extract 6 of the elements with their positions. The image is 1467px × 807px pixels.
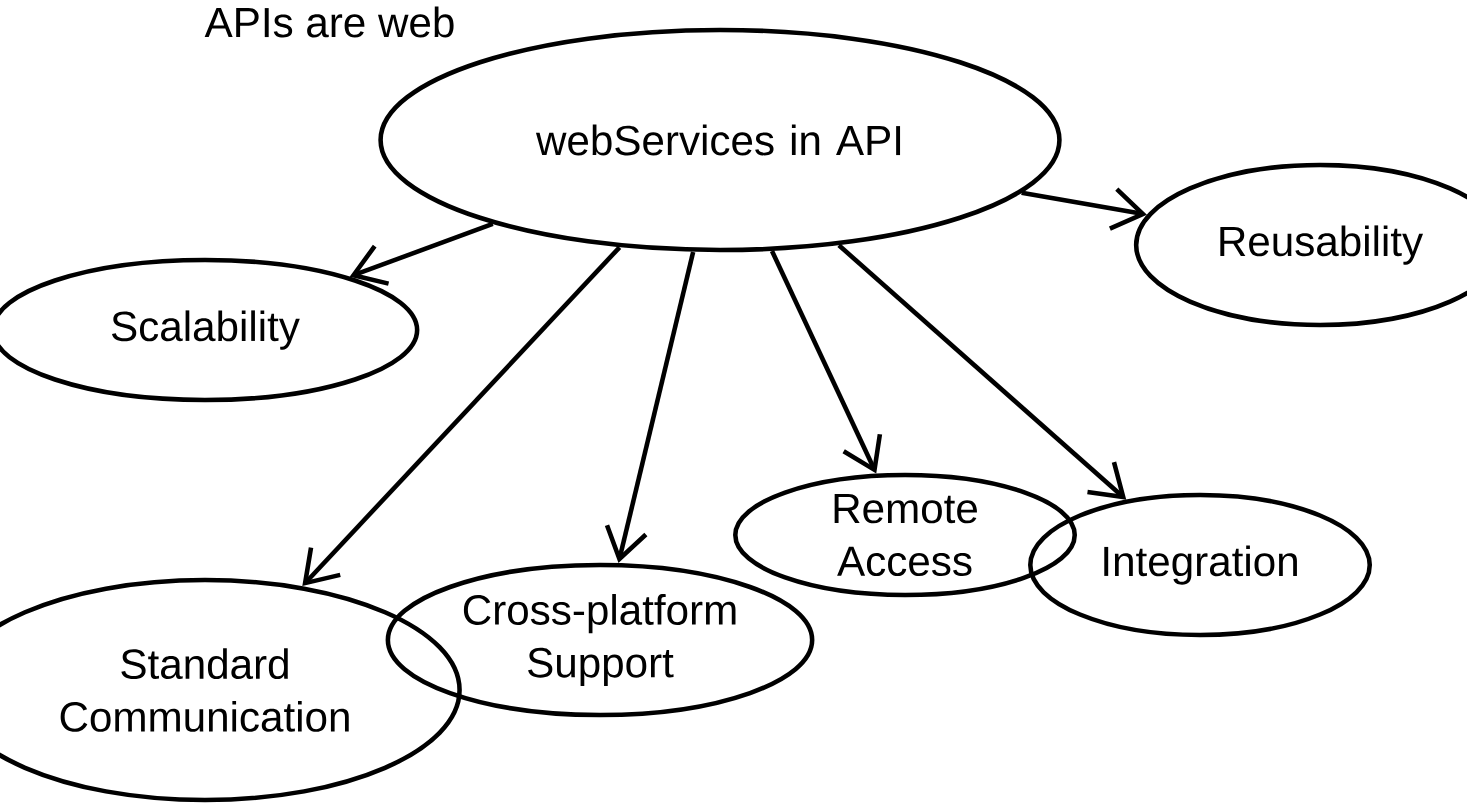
arrow: [302, 245, 622, 587]
arrow: [1021, 187, 1147, 231]
arrow: [769, 250, 883, 474]
arrow: [604, 251, 696, 564]
arrow: [349, 221, 494, 286]
arrow: [837, 243, 1127, 500]
